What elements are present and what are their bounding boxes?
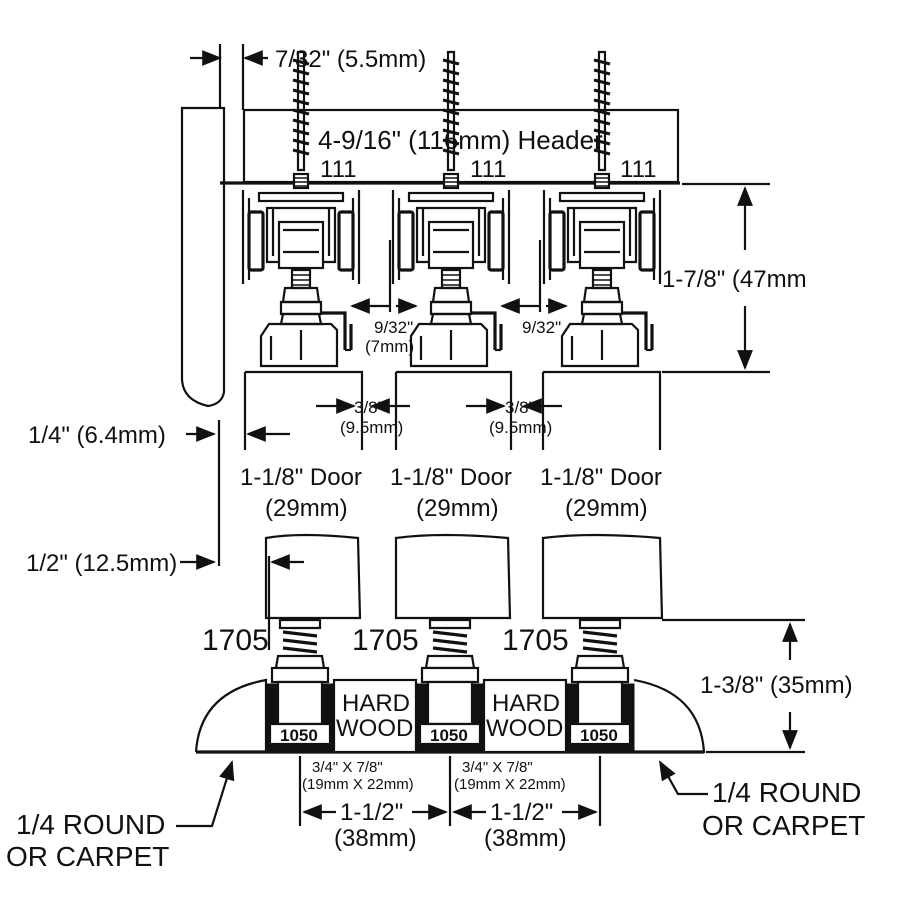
offset-mm-right: (9.5mm)	[489, 418, 552, 437]
strip-mm-right: (19mm X 22mm)	[454, 776, 566, 793]
spacing-in-right: 1-1/2"	[490, 799, 553, 826]
half-label: 1/2" (12.5mm)	[26, 550, 177, 577]
hardwood-strip-left	[332, 678, 418, 754]
quarter-label: 1/4" (6.4mm)	[28, 422, 166, 449]
door-right-top	[541, 370, 662, 450]
quarter-round-right	[633, 678, 706, 754]
round-label-left-1: 1/4 ROUND	[16, 809, 165, 840]
hardwood-strip-right	[482, 678, 568, 754]
door-middle-bottom	[394, 533, 512, 620]
left-jamb	[180, 106, 226, 408]
strip-mm-left: (19mm X 22mm)	[302, 776, 414, 793]
hardwood-line2-right: WOOD	[486, 715, 563, 742]
offset-in-right: 3/8"	[505, 398, 535, 417]
height-bottom-label: 1-3/8" (35mm)	[700, 672, 853, 699]
header-label: 4-9/16" (116mm) Header	[318, 125, 603, 155]
round-label-right-1: 1/4 ROUND	[712, 777, 861, 808]
part-1050-right: 1050	[580, 726, 618, 745]
part-1050-middle: 1050	[430, 726, 468, 745]
door-mm-middle: (29mm)	[416, 495, 499, 522]
offset-in-left: 3/8"	[354, 398, 384, 417]
part-111-left: 111	[320, 156, 356, 183]
door-mm-left: (29mm)	[265, 495, 348, 522]
strip-in-left: 3/4" X 7/8"	[312, 759, 383, 776]
round-label-left-2: OR CARPET	[6, 841, 169, 872]
door-left-top	[243, 370, 364, 450]
spacing-mm-right: (38mm)	[484, 825, 567, 852]
part-1705-right: 1705	[502, 624, 569, 657]
door-right-bottom	[541, 533, 664, 620]
door-label-middle: 1-1/8" Door	[390, 464, 512, 491]
part-1050-left: 1050	[280, 726, 318, 745]
spacing-in-left: 1-1/2"	[340, 799, 403, 826]
door-left-bottom	[264, 533, 362, 620]
part-1705-left: 1705	[202, 624, 269, 657]
hardwood-line1-right: HARD	[492, 690, 560, 717]
gap-mm-label: (7mm)	[365, 337, 414, 356]
gap-in-label-2: 9/32"	[522, 318, 561, 337]
gap-in-label: 9/32"	[374, 318, 413, 337]
spacing-mm-left: (38mm)	[334, 825, 417, 852]
strip-in-right: 3/4" X 7/8"	[462, 759, 533, 776]
hardwood-line1-left: HARD	[342, 690, 410, 717]
offset-mm-left: (9.5mm)	[340, 418, 403, 437]
height-top-label: 1-7/8" (47mm	[662, 266, 807, 293]
quarter-round-left	[194, 678, 268, 753]
door-middle-top	[394, 370, 513, 450]
carriage-left	[241, 172, 361, 368]
hardwood-line2-left: WOOD	[336, 715, 413, 742]
door-label-right: 1-1/8" Door	[540, 464, 662, 491]
round-label-right-2: OR CARPET	[702, 810, 865, 841]
part-1705-middle: 1705	[352, 624, 419, 657]
part-111-right: 111	[620, 156, 656, 183]
top-gap-label: 7/32" (5.5mm)	[275, 46, 426, 73]
door-label-left: 1-1/8" Door	[240, 464, 362, 491]
carriage-right	[542, 172, 662, 368]
door-mm-right: (29mm)	[565, 495, 648, 522]
part-111-middle: 111	[470, 156, 506, 183]
